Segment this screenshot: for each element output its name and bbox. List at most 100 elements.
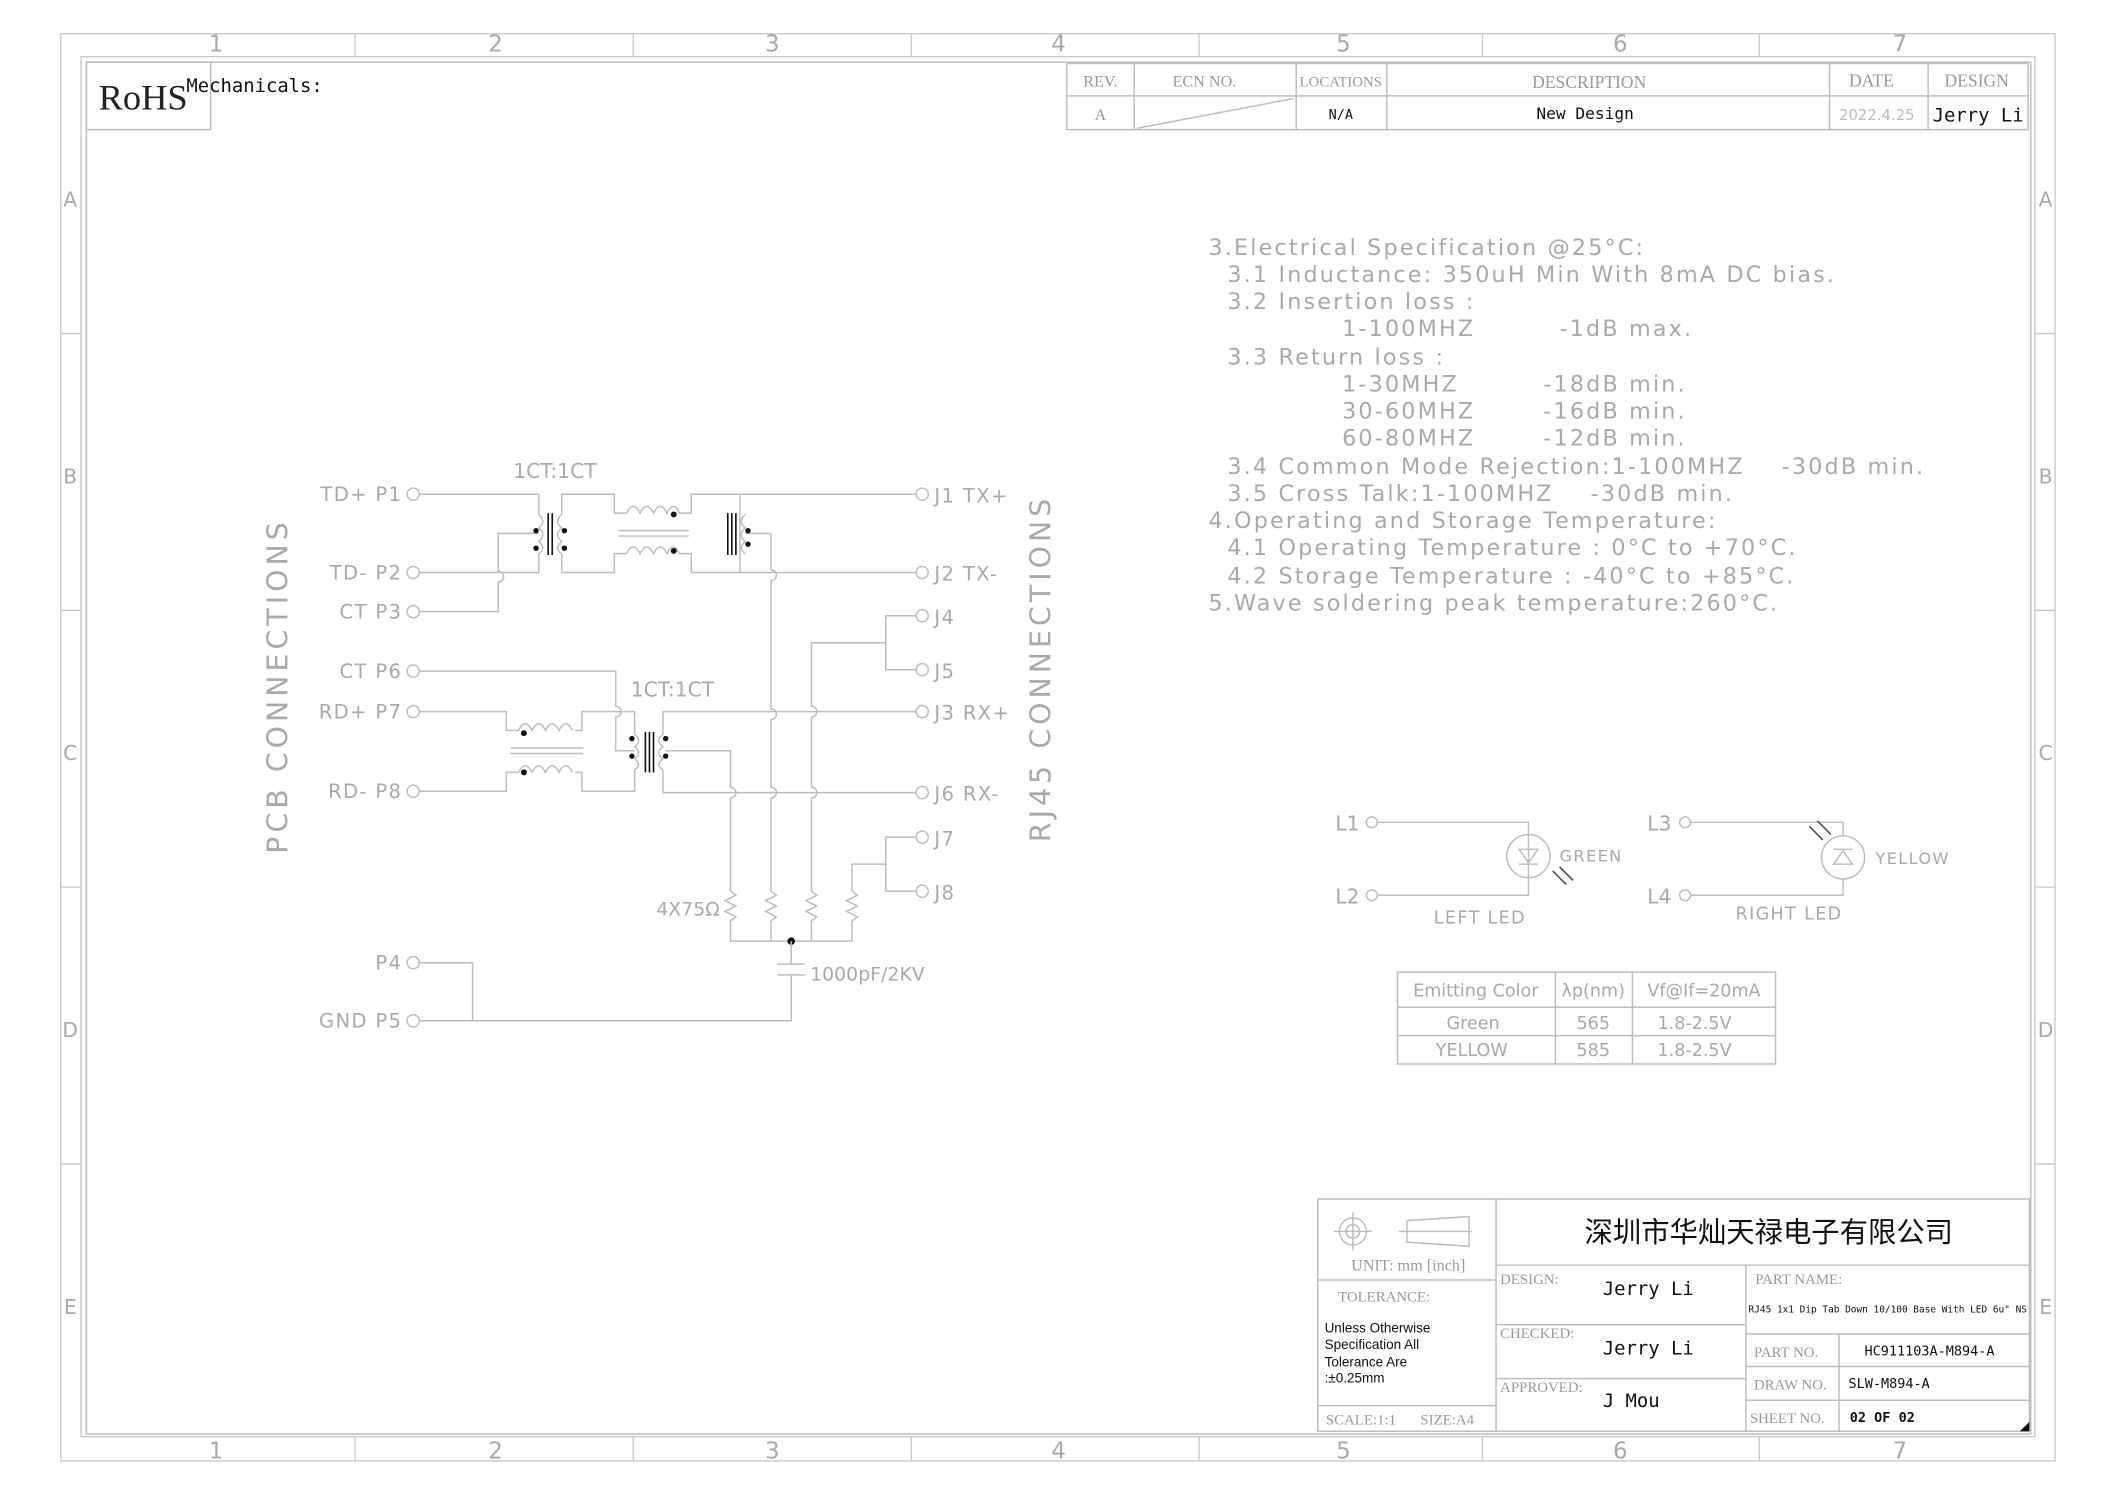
rev-header: REV. — [1083, 72, 1117, 90]
table-cell: YELLOW — [1435, 1041, 1508, 1061]
rj45-pin-terminal — [915, 608, 930, 623]
pcb-pin-label: CT P6 — [340, 660, 403, 683]
rj45-pin-terminal — [915, 704, 930, 719]
rj45-pin-terminal — [915, 884, 930, 898]
sheet-no-label: SHEET NO. — [1750, 1411, 1825, 1427]
part-no-value: HC911103A-M894-A — [1864, 1344, 1994, 1360]
part-no-label: PART NO. — [1754, 1345, 1818, 1361]
capacitor-label: 1000pF/2KV — [810, 963, 925, 985]
table-header: Vf@If=20mA — [1647, 981, 1760, 1001]
tolerance-line: Tolerance Are — [1325, 1354, 1408, 1369]
rj45-pin-terminal — [915, 662, 930, 677]
grid-column-label: 5 — [1336, 31, 1351, 57]
size-label: SIZE:A4 — [1420, 1413, 1474, 1429]
grid-row-label: A — [2039, 188, 2053, 212]
pcb-pin-label: P4 — [375, 951, 402, 974]
checked-label: CHECKED: — [1500, 1326, 1574, 1342]
led-spec-table: Emitting Color λp(nm) Vf@If=20mA Green 5… — [1396, 971, 1777, 1065]
pcb-pin-label: GND P5 — [319, 1010, 402, 1033]
return-value: -12dB min. — [1543, 426, 1687, 452]
led-pin-l3: L3 — [1647, 811, 1671, 835]
rj45-pin-terminal — [915, 830, 930, 844]
mechanicals-label: Mechanicals: — [186, 75, 322, 97]
pcb-pin-label: CT P3 — [340, 600, 403, 623]
revision-table: REV. ECN NO. LOCATIONS DESCRIPTION DATE … — [1065, 62, 2029, 131]
pcb-pin-terminal — [406, 664, 420, 678]
return-value: -16dB min. — [1543, 399, 1687, 425]
resistor-label: 4X75Ω — [656, 898, 719, 920]
design-label: DESIGN: — [1500, 1272, 1559, 1288]
pcb-pin-terminal — [406, 604, 420, 619]
return-value: -18dB min. — [1543, 372, 1687, 398]
pcb-pin-terminal — [406, 1013, 420, 1028]
grid-column-label: 7 — [1892, 1438, 1907, 1464]
grid-row-label: B — [2039, 464, 2053, 488]
tolerance-line: Specification All — [1325, 1337, 1420, 1352]
date-header: DATE — [1849, 70, 1894, 90]
approved-label: APPROVED: — [1500, 1380, 1582, 1396]
spec-heading-4: 4.Operating and Storage Temperature: — [1208, 508, 1717, 534]
scale-label: SCALE:1:1 — [1326, 1413, 1396, 1429]
rj45-pin-terminal — [915, 785, 930, 800]
spec-heading-3: 3.Electrical Specification @25°C: — [1208, 235, 1645, 261]
table-cell: 565 — [1577, 1014, 1610, 1034]
title-block: 深圳市华灿天禄电子有限公司 UNIT: mm [inch] TOLERANCE:… — [1317, 1198, 2031, 1433]
locations-header: LOCATIONS — [1300, 74, 1382, 90]
insertion-range: 1-100MHZ — [1342, 316, 1475, 342]
led-pin-l1: L1 — [1335, 811, 1359, 835]
pcb-pin-label: TD- P2 — [329, 561, 403, 584]
pcb-pin-terminal — [406, 565, 420, 580]
grid-column-label: 1 — [209, 31, 224, 57]
grid-row-label: A — [63, 188, 77, 212]
rohs-logo: RoHS — [99, 77, 188, 117]
pcb-pin-label: TD+ P1 — [319, 483, 402, 506]
grid-column-label: 5 — [1336, 1438, 1351, 1464]
grid-column-label: 4 — [1051, 31, 1066, 57]
description-header: DESCRIPTION — [1532, 72, 1646, 92]
corner-mark-icon — [2019, 1421, 2030, 1432]
projection-symbol-icon — [1334, 1212, 1472, 1251]
part-name-value: RJ45 1x1 Dip Tab Down 10/100 Base With L… — [1749, 1304, 2028, 1315]
locations-value: N/A — [1329, 107, 1353, 123]
rj45-pin-label: J1 TX+ — [932, 484, 1008, 507]
rohs-box — [85, 61, 212, 131]
return-range: 1-30MHZ — [1342, 372, 1459, 398]
return-range: 60-80MHZ — [1342, 426, 1475, 452]
rev-value: A — [1095, 106, 1107, 124]
tolerance-line: :±0.25mm — [1325, 1371, 1385, 1386]
tolerance-label: TOLERANCE: — [1338, 1290, 1430, 1306]
grid-row-label: D — [62, 1018, 78, 1042]
rj45-pin-label: J6 RX- — [932, 783, 1000, 806]
ecn-header: ECN NO. — [1172, 72, 1236, 90]
table-cell: Green — [1447, 1014, 1500, 1034]
grid-column-label: 2 — [488, 31, 503, 57]
rj45-connections-label: RJ45 CONNECTIONS — [1024, 495, 1057, 842]
grid-column-label: 6 — [1613, 31, 1628, 57]
rj45-pin-label: J4 — [932, 606, 955, 629]
rx-transformer-ratio: 1CT:1CT — [631, 678, 715, 702]
spec-return-loss: 3.3 Return loss : — [1227, 345, 1445, 371]
date-value: 2022.4.25 — [1839, 106, 1915, 124]
company-name: 深圳市华灿天禄电子有限公司 — [1585, 1217, 1953, 1249]
tx-transformer-ratio: 1CT:1CT — [513, 459, 597, 483]
tolerance-line: Unless Otherwise — [1325, 1321, 1431, 1336]
design-value: Jerry Li — [1603, 1278, 1694, 1300]
draw-no-value: SLW-M894-A — [1848, 1376, 1929, 1392]
grid-row-label: C — [2039, 741, 2053, 765]
right-led-label: RIGHT LED — [1736, 905, 1843, 925]
grid-row-label: E — [2039, 1295, 2052, 1319]
spec-cross-talk: 3.5 Cross Talk:1-100MHZ -30dB min. — [1227, 481, 1734, 507]
table-cell: 585 — [1577, 1041, 1610, 1061]
grid-column-label: 7 — [1892, 31, 1907, 57]
pcb-connections-label: PCB CONNECTIONS — [262, 518, 295, 853]
grid-column-label: 6 — [1613, 1438, 1628, 1464]
spec-common-mode: 3.4 Common Mode Rejection:1-100MHZ -30dB… — [1227, 454, 1925, 480]
led-schematic: L1 L2 GREEN LEFT LED L3 L4 YELLOW RIGHT … — [1335, 811, 1948, 928]
electrical-specifications: 3.Electrical Specification @25°C: 3.1 In… — [1208, 235, 1925, 616]
rj45-pin-terminal — [915, 565, 930, 580]
grid-row-label: C — [63, 741, 77, 765]
spec-operating-temp: 4.1 Operating Temperature : 0°C to +70°C… — [1227, 535, 1797, 561]
spec-inductance: 3.1 Inductance: 350uH Min With 8mA DC bi… — [1227, 262, 1836, 288]
